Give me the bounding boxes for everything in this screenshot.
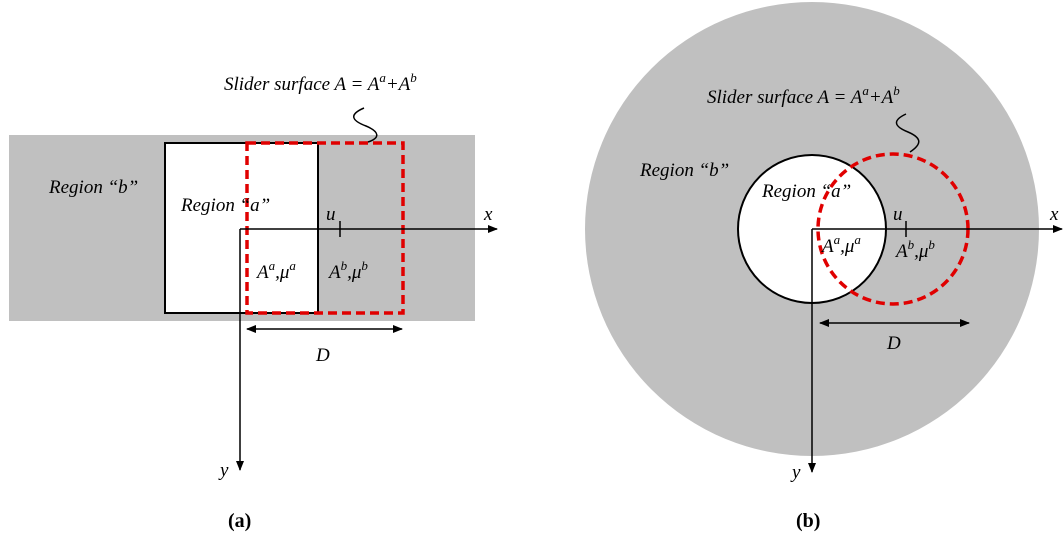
slider-surface-label: Slider surface A = Aa+Ab — [224, 70, 417, 95]
panel-a: Slider surface A = Aa+Ab Region “b” Regi… — [9, 70, 498, 532]
u-label: u — [893, 204, 903, 225]
region-a-label: Region “a” — [761, 181, 851, 202]
u-label: u — [326, 204, 336, 225]
d-label: D — [886, 333, 901, 354]
region-b-properties-label: Ab,μb — [327, 258, 368, 283]
region-b-label: Region “b” — [639, 160, 729, 181]
slider-leader-line — [353, 107, 378, 143]
y-axis-label: y — [218, 460, 229, 481]
region-b-label: Region “b” — [48, 177, 138, 198]
slider-outline — [245, 141, 405, 315]
caption-b: (b) — [796, 510, 820, 532]
x-axis-label: x — [483, 204, 493, 225]
region-a-rectangle — [164, 142, 319, 314]
d-label: D — [315, 345, 330, 366]
caption-a: (a) — [228, 510, 251, 532]
y-axis-label: y — [790, 462, 801, 483]
x-axis-label: x — [1049, 204, 1059, 225]
slider-leader-line — [895, 113, 920, 153]
region-a-properties-label: Aa,μa — [255, 258, 296, 283]
panel-b: Slider surface A = Aa+Ab Region “b” Regi… — [585, 2, 1063, 532]
region-a-label: Region “a” — [180, 195, 270, 216]
slider-surface-label: Slider surface A = Aa+Ab — [707, 83, 900, 108]
region-a-properties-label: Aa,μa — [820, 232, 861, 257]
region-b-properties-label: Ab,μb — [894, 237, 935, 262]
